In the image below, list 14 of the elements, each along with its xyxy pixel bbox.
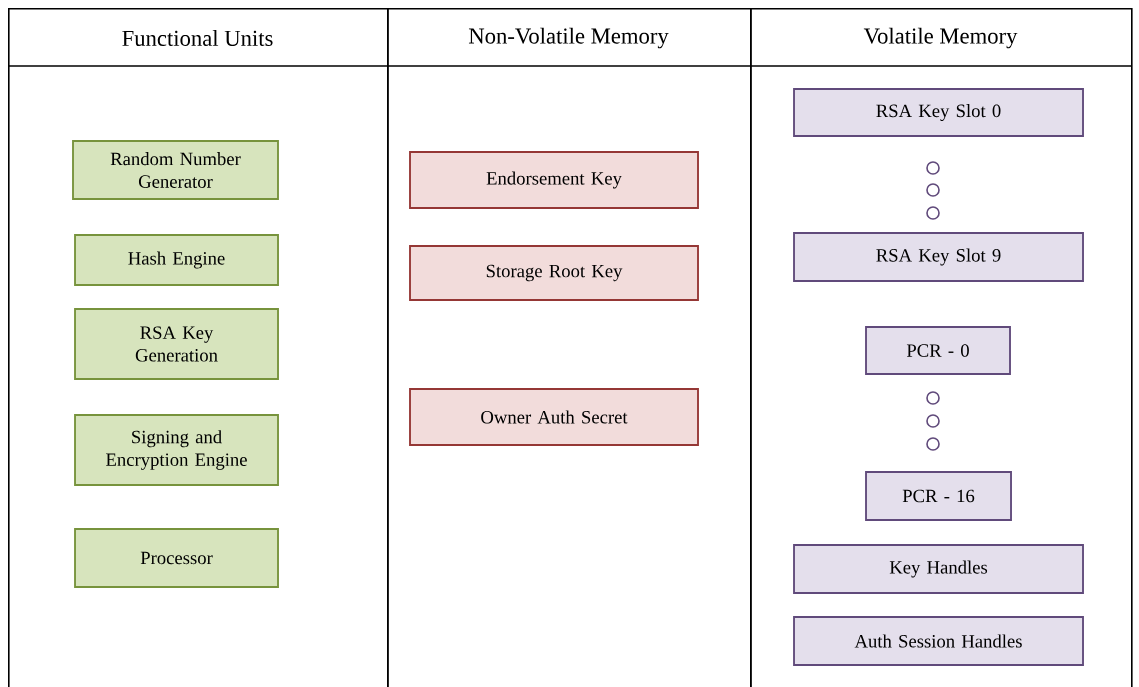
memory-box: Hash Engine xyxy=(74,234,279,286)
memory-box: Random Number Generator xyxy=(72,140,279,200)
memory-box: Key Handles xyxy=(793,544,1084,594)
memory-box: Signing and Encryption Engine xyxy=(74,414,279,486)
memory-box: PCR - 0 xyxy=(865,326,1011,375)
memory-box: Auth Session Handles xyxy=(793,616,1084,666)
memory-box: Storage Root Key xyxy=(409,245,699,301)
memory-box: Endorsement Key xyxy=(409,151,699,209)
memory-box: RSA Key Slot 9 xyxy=(793,232,1084,282)
memory-box: RSA Key Slot 0 xyxy=(793,88,1084,137)
memory-box: PCR - 16 xyxy=(865,471,1012,521)
memory-box: Processor xyxy=(74,528,279,588)
memory-box: Owner Auth Secret xyxy=(409,388,699,446)
memory-box: RSA Key Generation xyxy=(74,308,279,380)
